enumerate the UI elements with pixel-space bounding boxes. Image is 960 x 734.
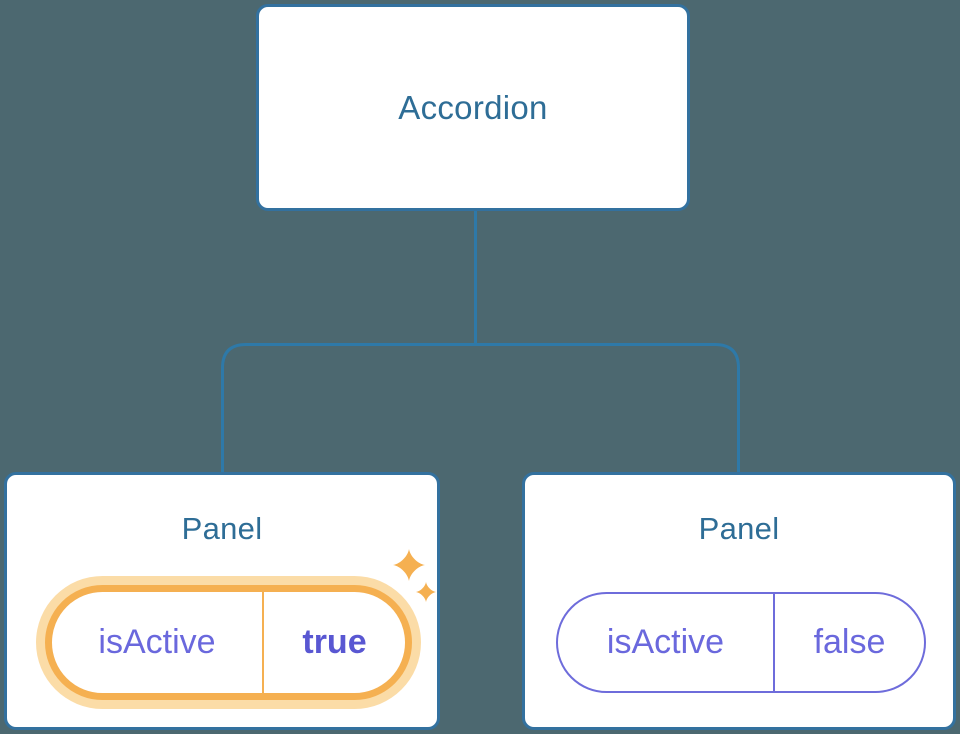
panel-node-active: Panel isActive true: [4, 472, 440, 730]
state-key-label: isActive: [98, 623, 216, 661]
state-value-label: true: [302, 623, 367, 661]
pill-divider: [262, 592, 264, 693]
state-pill-inactive: isActive false: [556, 592, 926, 693]
panel-title: Panel: [698, 511, 780, 546]
accordion-node-label: Accordion: [398, 88, 548, 126]
state-pill-active: isActive true: [45, 585, 412, 700]
state-key-label: isActive: [606, 623, 725, 661]
accordion-node: Accordion: [256, 4, 690, 211]
panel-node-inactive: Panel isActive false: [522, 472, 956, 730]
sparkles-icon: [393, 549, 436, 602]
state-value-label: false: [813, 623, 886, 661]
panel-title: Panel: [181, 511, 263, 546]
pill-divider: [773, 594, 775, 691]
